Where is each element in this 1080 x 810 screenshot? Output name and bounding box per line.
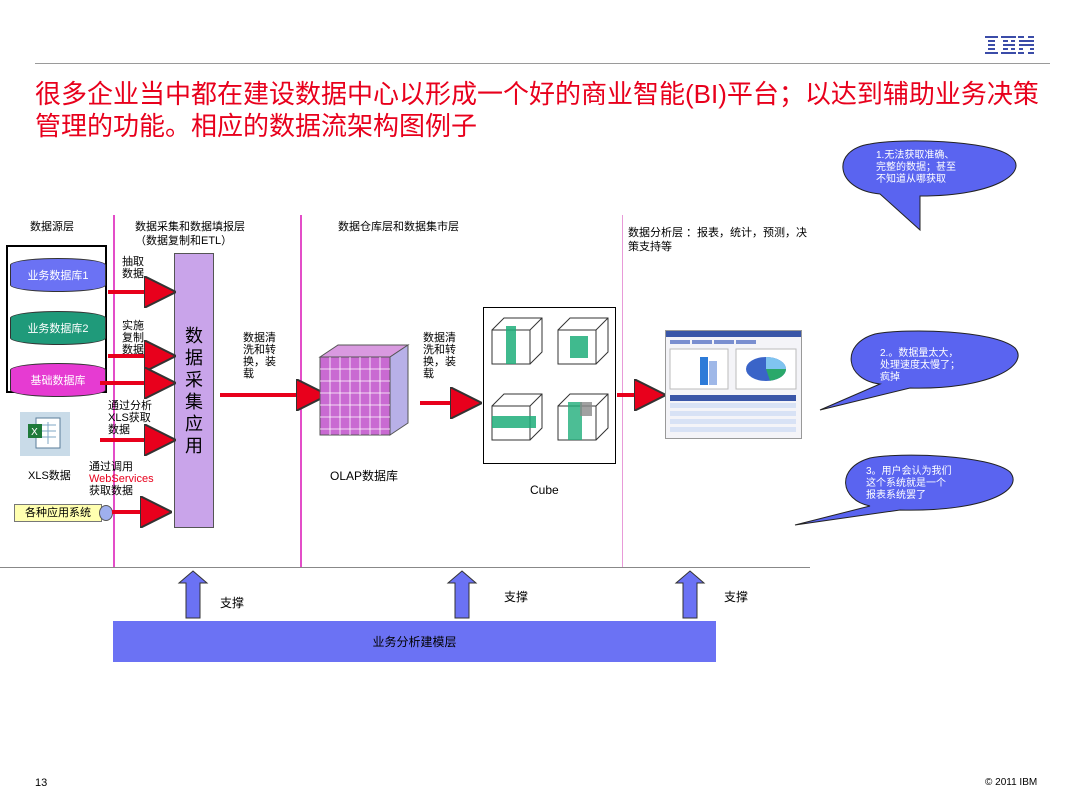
copyright: © 2011 IBM bbox=[985, 777, 1038, 788]
label-etl-2: 数据清 洗和转 换，装 载 bbox=[423, 332, 456, 380]
layer-label-analysis: 数据分析层 ：报表，统计，预测，决 策支持等 bbox=[628, 227, 808, 253]
app-systems-box: 各种应用系统 bbox=[14, 504, 102, 522]
olap-label: OLAP数据库 bbox=[330, 469, 399, 483]
cube-label: Cube bbox=[530, 483, 559, 497]
cube-icons bbox=[491, 317, 609, 441]
collect-char: 应 bbox=[185, 413, 203, 434]
label-etl-1: 数据清 洗和转 换，装 载 bbox=[243, 332, 276, 380]
layer-label-warehouse: 数据仓库层和数据集市层 bbox=[338, 221, 459, 233]
support-label-3: 支撑 bbox=[724, 590, 749, 604]
bubble-1-text: 1.无法获取准确、 完整的数据；甚至 不知道从哪获取 bbox=[876, 150, 956, 185]
ibm-logo-icon bbox=[985, 34, 1035, 56]
header-divider bbox=[35, 63, 1050, 64]
label-replicate: 实施 复制 数据 bbox=[122, 320, 144, 356]
support-label-1: 支撑 bbox=[220, 596, 245, 610]
layer-label-collect: 数据采集和数据填报层 （数据复制和ETL） bbox=[135, 221, 245, 247]
bubble-1-shape bbox=[842, 140, 1017, 232]
label-webservices: WebServices bbox=[89, 473, 154, 485]
business-model-layer: 业务分析建模层 bbox=[113, 621, 716, 662]
collect-char: 数 bbox=[185, 325, 203, 346]
collect-char: 用 bbox=[185, 435, 203, 456]
layer-separator bbox=[622, 215, 623, 567]
bubble-2-shape bbox=[819, 330, 1019, 411]
database-base: 基础数据库 bbox=[10, 363, 106, 397]
xls-data-label: XLS数据 bbox=[28, 470, 71, 482]
cube-panel bbox=[483, 307, 616, 464]
olap-cube-icon bbox=[318, 344, 410, 436]
bubble-3-text: 3。用户会认为我们 这个系统就是一个 报表系统罢了 bbox=[866, 466, 952, 501]
svg-text:X: X bbox=[31, 427, 38, 438]
database-business-1: 业务数据库1 bbox=[10, 258, 106, 292]
layer-separator bbox=[113, 215, 115, 567]
excel-file-icon: X bbox=[20, 412, 70, 456]
support-arrow-1 bbox=[177, 570, 209, 619]
collect-char: 采 bbox=[185, 369, 203, 390]
collect-char: 集 bbox=[185, 391, 203, 412]
label-xls-parse: 通过分析 XLS获取 数据 bbox=[108, 400, 152, 436]
page-title: 很多企业当中都在建设数据中心以形成一个好的商业智能(BI)平台；以达到辅助业务决… bbox=[35, 79, 1039, 141]
base-line bbox=[0, 567, 810, 568]
label-call: 通过调用 bbox=[89, 461, 133, 473]
database-business-2: 业务数据库2 bbox=[10, 311, 106, 345]
page-number: 13 bbox=[35, 777, 48, 789]
label-get-data: 获取数据 bbox=[89, 485, 133, 497]
support-arrow-2 bbox=[446, 570, 478, 619]
bubble-3-shape bbox=[794, 454, 1014, 526]
label-extract: 抽取 数据 bbox=[122, 256, 144, 280]
support-label-2: 支撑 bbox=[504, 590, 529, 604]
report-screenshot bbox=[665, 330, 802, 439]
layer-label-source: 数据源层 bbox=[30, 221, 74, 233]
collect-char: 据 bbox=[185, 347, 203, 368]
bubble-2-text: 2.。数据量太大， 处理速度太慢了； 疯掉 bbox=[880, 348, 960, 383]
support-arrow-3 bbox=[674, 570, 706, 619]
